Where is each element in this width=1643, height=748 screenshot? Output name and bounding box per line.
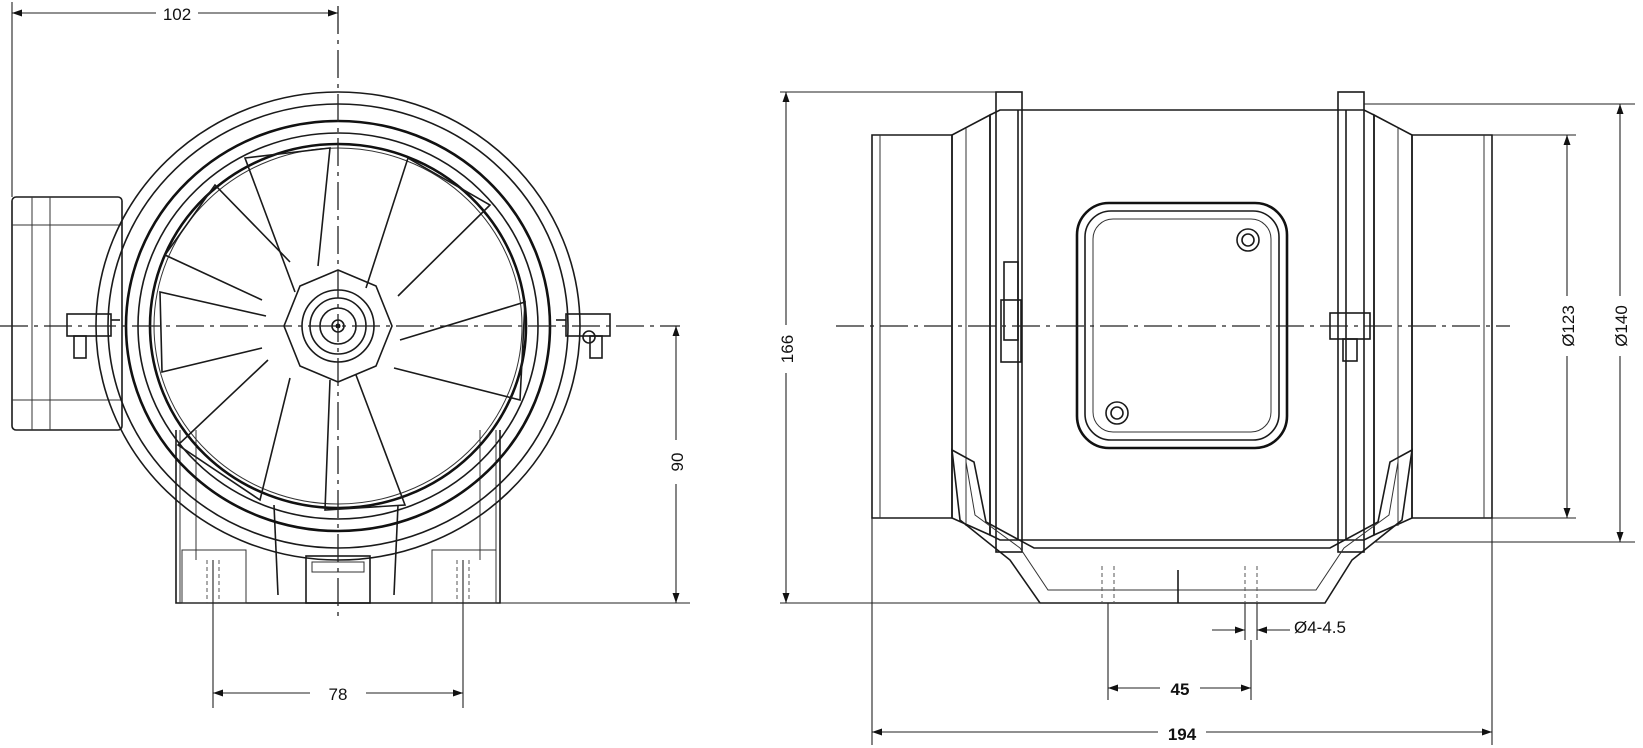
- motor-body: [989, 109, 1375, 541]
- side-view: 166 Ø123 Ø140 Ø4-4.5: [772, 91, 1635, 746]
- dimension-78: 78: [212, 560, 464, 708]
- impeller-blades: [159, 147, 526, 511]
- dimension-194: 194: [871, 518, 1493, 746]
- dimension-d123: Ø123: [1492, 134, 1581, 519]
- dim-label-166: 166: [778, 335, 797, 363]
- clamp-bands: [995, 91, 1371, 553]
- dimension-d140: Ø140: [1364, 103, 1635, 543]
- clamp-right: [556, 313, 611, 359]
- dim-label-194: 194: [1168, 725, 1197, 744]
- dim-label-90: 90: [668, 453, 687, 472]
- dim-label-hole: Ø4-4.5: [1294, 618, 1346, 637]
- dimension-102: 102: [11, 0, 338, 197]
- clamp-left: [66, 313, 120, 359]
- dim-label-102: 102: [163, 5, 191, 24]
- mounting-foot: [951, 448, 1414, 604]
- dim-label-d140: Ø140: [1612, 305, 1631, 347]
- mounting-base: [175, 430, 501, 604]
- terminal-box: [11, 196, 123, 431]
- screw-icon: [1236, 228, 1260, 252]
- dimension-hole: Ø4-4.5: [1212, 603, 1346, 640]
- front-view: 102 90 78: [0, 0, 690, 708]
- dimension-45: 45: [1107, 603, 1252, 700]
- dimension-90: 90: [500, 326, 690, 604]
- dim-label-d123: Ø123: [1559, 305, 1578, 347]
- screw-icon: [1105, 401, 1129, 425]
- dimension-166: 166: [772, 91, 1040, 604]
- dim-label-45: 45: [1171, 680, 1190, 699]
- dim-label-78: 78: [329, 685, 348, 704]
